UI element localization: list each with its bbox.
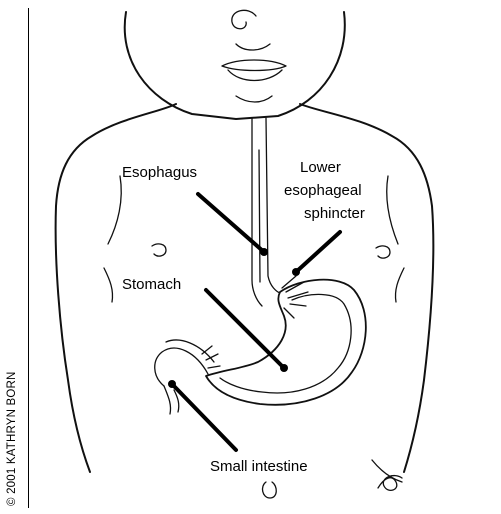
belly-button	[263, 482, 277, 498]
esophagus-right-wall	[266, 118, 282, 294]
left-arm-crease	[108, 176, 121, 244]
chin-line	[236, 96, 272, 102]
esophagus-organ	[252, 118, 282, 306]
stomach-leader-line	[206, 290, 284, 368]
right-nipple	[376, 246, 390, 258]
child-head	[125, 10, 345, 119]
esophagus-inner-line	[259, 150, 260, 282]
right-arm-crease	[387, 176, 398, 244]
lower-lip	[228, 70, 282, 81]
esophagus-leader-dot	[260, 248, 268, 256]
stomach-organ	[206, 276, 366, 405]
pylorus-fibers	[202, 346, 220, 368]
head-outline	[125, 12, 345, 119]
right-armpit	[395, 268, 404, 302]
sphincter-label-line3: sphincter	[304, 205, 365, 223]
duodenum-outer	[155, 348, 208, 386]
sphincter-leader-line	[296, 232, 340, 272]
left-armpit	[104, 268, 113, 302]
small-intestine-label: Small intestine	[210, 458, 308, 476]
upper-lip	[222, 60, 286, 71]
stomach-outline	[206, 280, 366, 405]
signature-scribble	[378, 476, 402, 491]
left-nipple	[152, 244, 166, 256]
stomach-label: Stomach	[122, 276, 181, 294]
duodenum-inner	[166, 340, 214, 362]
nose	[236, 44, 270, 50]
small-intestine-leader-dot	[168, 380, 176, 388]
sphincter-label-line1: Lower	[300, 159, 341, 177]
esophagus-label: Esophagus	[122, 164, 197, 182]
child-torso	[56, 104, 434, 498]
stomach-leader-dot	[280, 364, 288, 372]
face-curl	[232, 10, 256, 28]
sphincter-leader-dot	[292, 268, 300, 276]
sphincter-label-line2: esophageal	[284, 182, 362, 200]
esophagus-leader-line	[198, 194, 264, 252]
